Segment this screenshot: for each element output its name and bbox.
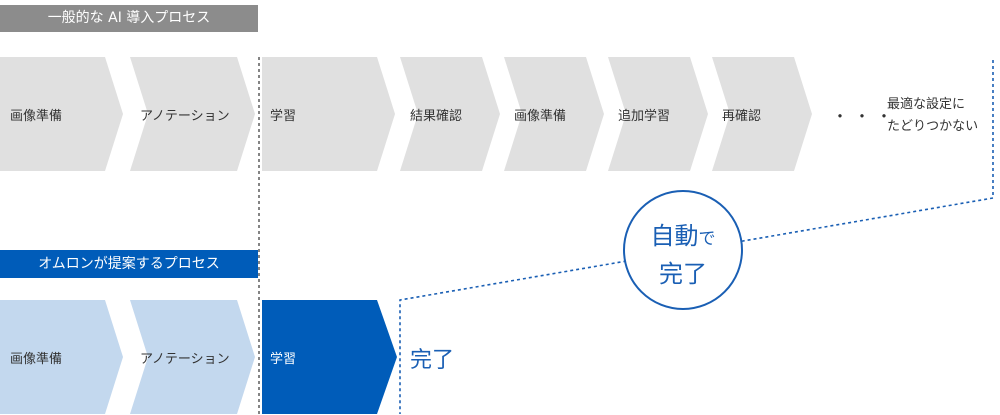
end-note: 最適な設定に たどりつかない xyxy=(887,94,978,138)
auto-badge-line2: 完了 xyxy=(659,260,707,288)
auto-complete-badge: 自動で 完了 xyxy=(623,190,743,310)
omron-step-label: 学習 xyxy=(270,352,297,367)
omron-header-bar xyxy=(0,250,258,278)
end-note-line2: たどりつかない xyxy=(887,119,979,134)
omron-step-arrow-learning xyxy=(262,300,397,414)
general-step-label: 画像準備 xyxy=(514,109,567,124)
general-step-label: 学習 xyxy=(270,109,297,124)
auto-badge-main: 自動 xyxy=(650,222,699,250)
general-process-title: 一般的な AI 導入プロセス xyxy=(47,10,211,26)
omron-step-label: 画像準備 xyxy=(10,352,63,367)
general-header-bar xyxy=(0,5,258,32)
omron-step-arrow xyxy=(130,300,255,414)
auto-badge-particle: で xyxy=(698,229,716,249)
general-step-label: 結果確認 xyxy=(410,109,463,124)
general-step-arrow xyxy=(608,57,708,171)
general-step-arrow xyxy=(712,57,812,171)
auto-badge-line1: 自動で xyxy=(625,216,741,251)
omron-process-title: オムロンが提案するプロセス xyxy=(38,256,220,272)
general-step-label: 追加学習 xyxy=(618,109,671,124)
general-step-arrow xyxy=(504,57,604,171)
general-step-arrow xyxy=(400,57,500,171)
general-step-arrow xyxy=(130,57,255,171)
general-step-label: 再確認 xyxy=(722,109,762,124)
general-step-label: 画像準備 xyxy=(10,109,63,124)
general-step-arrow xyxy=(262,57,395,171)
omron-step-arrow xyxy=(0,300,123,414)
general-step-arrow xyxy=(0,57,123,171)
ellipsis: ・・・ xyxy=(832,107,899,126)
omron-step-label: アノテーション xyxy=(140,352,230,367)
completion-text: 完了 xyxy=(410,348,455,373)
end-note-line1: 最適な設定に xyxy=(887,97,966,112)
general-step-label: アノテーション xyxy=(140,109,230,124)
